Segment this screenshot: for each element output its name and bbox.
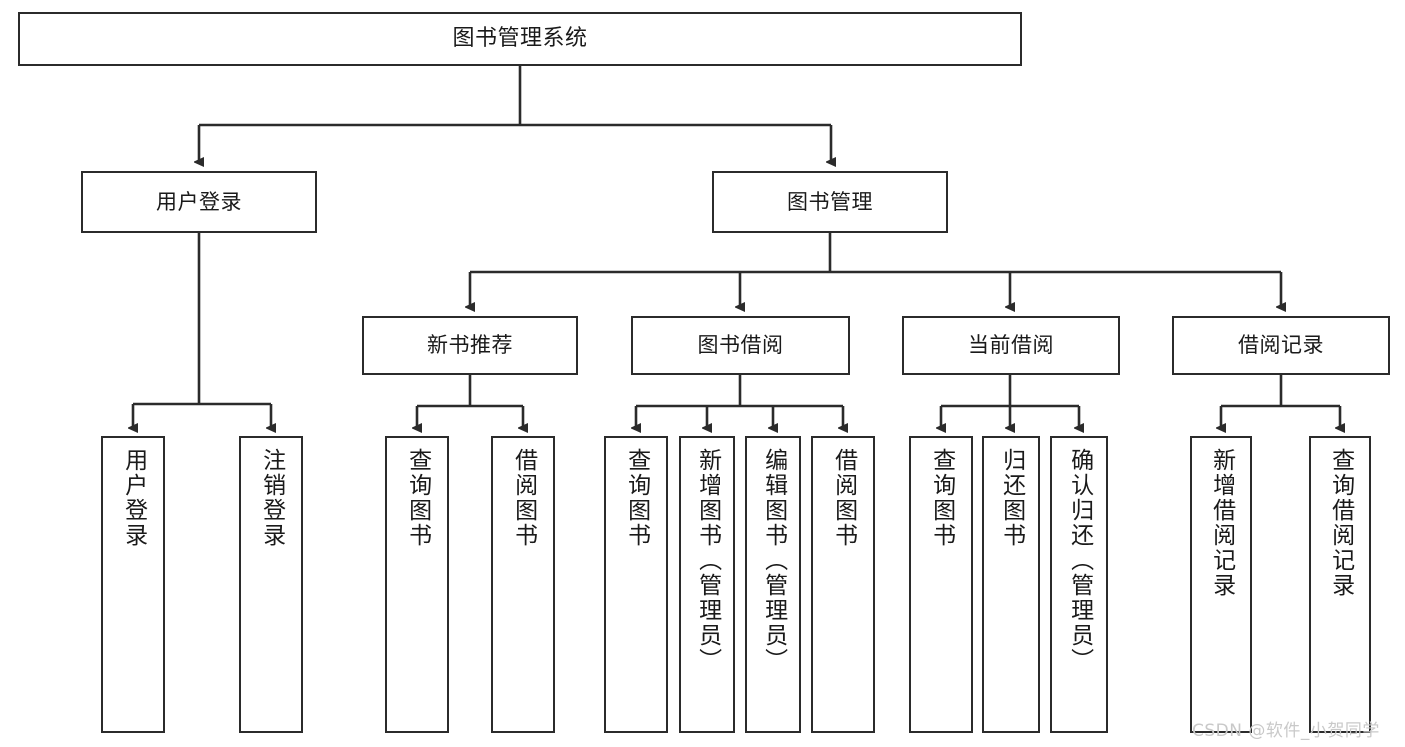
node-user-login[interactable]: 用户登录 xyxy=(81,171,317,233)
node-label: 用户登录 xyxy=(120,448,147,548)
leaf-record-add-record[interactable]: 新增借阅记录 xyxy=(1190,436,1252,733)
node-label: 图书管理 xyxy=(787,189,873,214)
node-label: 注销登录 xyxy=(258,448,285,548)
node-label: 查询图书 xyxy=(623,448,650,548)
node-label: 归还图书 xyxy=(998,448,1025,548)
node-label: 借阅图书 xyxy=(510,448,537,548)
leaf-borrow-edit-book-admin[interactable]: 编辑图书（管理员） xyxy=(745,436,801,733)
node-label: 用户登录 xyxy=(156,189,242,214)
leaf-current-confirm-return-admin[interactable]: 确认归还（管理员） xyxy=(1050,436,1108,733)
leaf-current-return-book[interactable]: 归还图书 xyxy=(982,436,1040,733)
node-borrow-record[interactable]: 借阅记录 xyxy=(1172,316,1390,375)
node-new-book-recommend[interactable]: 新书推荐 xyxy=(362,316,578,375)
leaf-borrow-borrow-book[interactable]: 借阅图书 xyxy=(811,436,875,733)
node-label: 新书推荐 xyxy=(427,333,513,358)
leaf-recommend-query-book[interactable]: 查询图书 xyxy=(385,436,449,733)
node-label: 查询图书 xyxy=(404,448,431,548)
node-label: 图书借阅 xyxy=(697,333,784,358)
leaf-current-query-book[interactable]: 查询图书 xyxy=(909,436,973,733)
node-label: 借阅记录 xyxy=(1238,333,1324,358)
leaf-borrow-query-book[interactable]: 查询图书 xyxy=(604,436,668,733)
node-label: 当前借阅 xyxy=(968,333,1054,358)
csdn-watermark: CSDN @软件_小贺同学 xyxy=(1192,721,1380,741)
leaf-borrow-add-book-admin[interactable]: 新增图书（管理员） xyxy=(679,436,735,733)
leaf-record-query-record[interactable]: 查询借阅记录 xyxy=(1309,436,1371,733)
node-label: 编辑图书（管理员） xyxy=(760,448,787,673)
node-root-book-management-system[interactable]: 图书管理系统 xyxy=(18,12,1022,66)
leaf-recommend-borrow-book[interactable]: 借阅图书 xyxy=(491,436,555,733)
node-label: 新增借阅记录 xyxy=(1208,448,1235,598)
node-label: 确认归还（管理员） xyxy=(1066,448,1093,673)
node-label: 借阅图书 xyxy=(830,448,857,548)
node-book-borrow[interactable]: 图书借阅 xyxy=(631,316,850,375)
node-current-borrow[interactable]: 当前借阅 xyxy=(902,316,1120,375)
leaf-user-login-logout[interactable]: 注销登录 xyxy=(239,436,303,733)
node-label: 新增图书（管理员） xyxy=(694,448,721,673)
node-book-management[interactable]: 图书管理 xyxy=(712,171,948,233)
leaf-user-login-login[interactable]: 用户登录 xyxy=(101,436,165,733)
node-label: 查询图书 xyxy=(928,448,955,548)
node-label: 图书管理系统 xyxy=(452,26,588,52)
node-label: 查询借阅记录 xyxy=(1327,448,1354,598)
